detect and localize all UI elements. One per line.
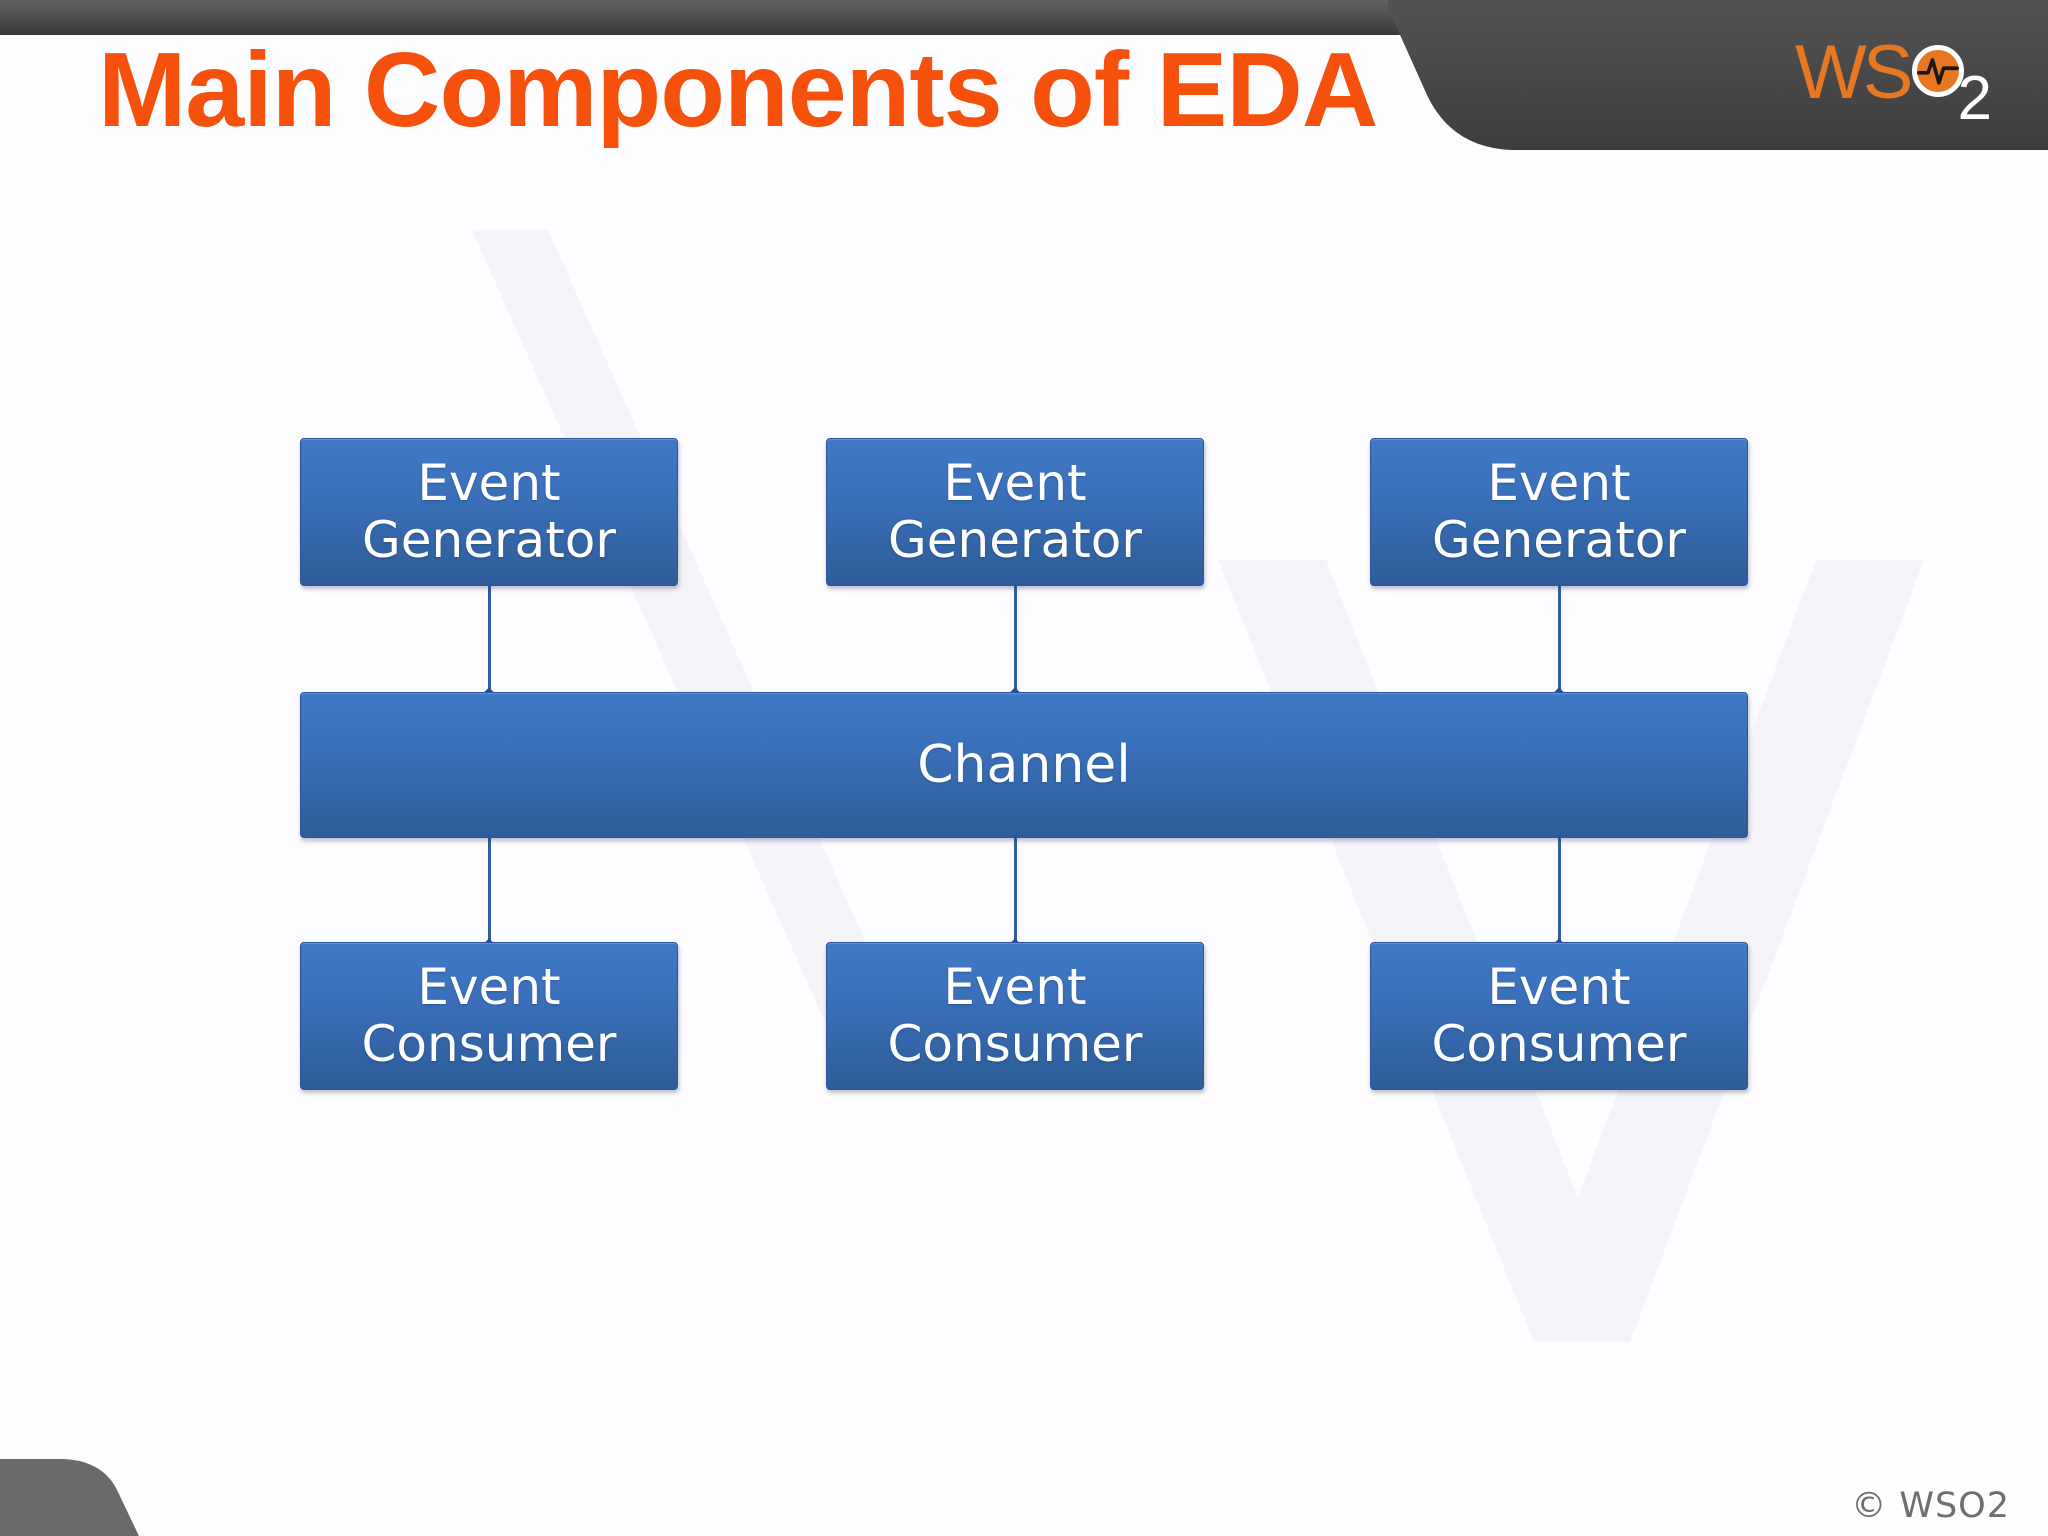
channel-label: Channel <box>917 735 1131 795</box>
top-right-corner-shape <box>1388 0 2048 150</box>
box-label-line: Consumer <box>1431 1015 1687 1073</box>
connector-channel-cons3 <box>1558 838 1561 945</box>
connector-channel-cons1 <box>488 838 491 945</box>
event-generator-box-3: Event Generator <box>1370 438 1748 586</box>
box-label-line: Generator <box>1432 511 1686 569</box>
logo-subscript-2: 2 <box>1957 64 1992 133</box>
wso2-logo: WS 2 <box>1795 30 1992 133</box>
logo-ws-text: WS <box>1795 30 1913 115</box>
slide-title: Main Components of EDA <box>98 31 1378 149</box>
box-label-line: Consumer <box>887 1015 1143 1073</box>
box-label-line: Event <box>417 454 561 512</box>
copyright-text: © WSO2 <box>1851 1486 2010 1526</box>
connector-gen3-channel <box>1558 586 1561 694</box>
box-label-line: Generator <box>362 511 616 569</box>
connector-channel-cons2 <box>1014 838 1017 945</box>
connector-gen2-channel <box>1014 586 1017 694</box>
event-generator-box-2: Event Generator <box>826 438 1204 586</box>
box-label-line: Event <box>943 958 1087 1016</box>
event-consumer-box-3: Event Consumer <box>1370 942 1748 1090</box>
event-consumer-box-2: Event Consumer <box>826 942 1204 1090</box>
box-label-line: Event <box>417 958 561 1016</box>
bottom-left-corner-shape <box>0 1459 139 1536</box>
box-label-line: Consumer <box>361 1015 617 1073</box>
event-consumer-box-1: Event Consumer <box>300 942 678 1090</box>
connector-gen1-channel <box>488 586 491 694</box>
channel-bar: Channel <box>300 692 1748 838</box>
logo-pulse-icon <box>1912 45 1965 97</box>
box-label-line: Event <box>1487 454 1631 512</box>
event-generator-box-1: Event Generator <box>300 438 678 586</box>
box-label-line: Generator <box>888 511 1142 569</box>
box-label-line: Event <box>943 454 1087 512</box>
box-label-line: Event <box>1487 958 1631 1016</box>
